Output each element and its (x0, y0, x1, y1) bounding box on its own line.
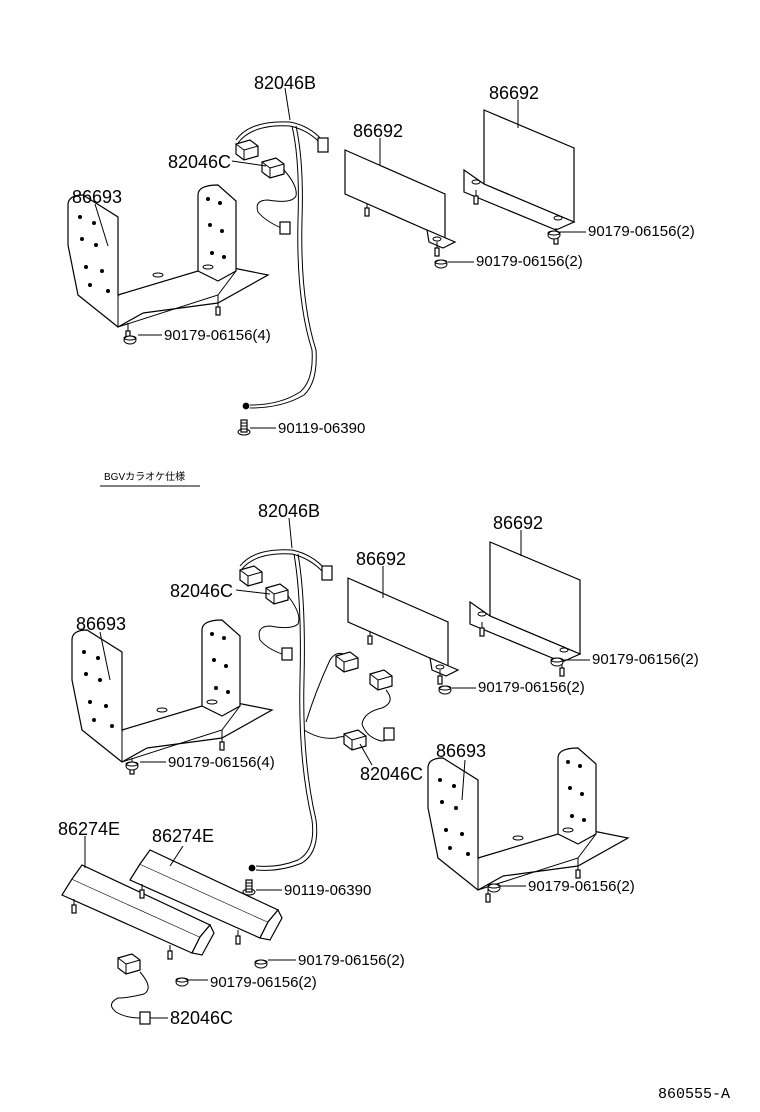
label-bolt-4-bottom: 90179-06156(4) (168, 754, 275, 771)
label-82046b: 82046B (254, 73, 316, 93)
label-bolt-2b-bottom: 90179-06156(2) (592, 651, 699, 668)
label-86274e-right: 86274E (152, 826, 214, 846)
label-screw: 90119-06390 (278, 420, 365, 437)
label-86692-plate: 86692 (353, 121, 403, 141)
label-bolt-2c-bottom: 90179-06156(2) (528, 878, 635, 895)
bottom-assembly: 82046B 82046C 86693 86692 86692 90179-06… (58, 501, 699, 1028)
plate-86692 (344, 149, 456, 257)
top-assembly: 82046B 82046C 86693 86692 86692 90179-06… (67, 73, 695, 437)
label-82046c: 82046C (168, 152, 231, 172)
section-heading: BGVカラオケ仕様 (100, 470, 200, 487)
label-86274e-left: 86274E (58, 819, 120, 839)
label-86692-bracket-bottom: 86692 (493, 513, 543, 533)
label-82046c-bottom: 82046C (170, 581, 233, 601)
section-title: BGVカラオケ仕様 (104, 470, 185, 483)
wire-harness-82046b-bottom (239, 549, 347, 872)
label-screw-bottom: 90119-06390 (284, 882, 371, 899)
label-86693-bottom-right: 86693 (436, 741, 486, 761)
label-bolt-2e-bottom: 90179-06156(2) (210, 974, 317, 991)
label-bolt-4: 90179-06156(4) (164, 327, 271, 344)
label-82046c-middle: 82046C (360, 764, 423, 784)
label-86692-plate-bottom: 86692 (356, 549, 406, 569)
label-82046b-bottom: 82046B (258, 501, 320, 521)
label-86693: 86693 (72, 187, 122, 207)
bracket-86693 (67, 184, 269, 340)
label-bolt-2a-bottom: 90179-06156(2) (478, 679, 585, 696)
label-bolt-2d-bottom: 90179-06156(2) (298, 952, 405, 969)
label-bolt-2b: 90179-06156(2) (588, 223, 695, 240)
wire-harness-82046b (235, 121, 329, 410)
drawing-code: 860555-A (658, 1086, 730, 1103)
l-bracket-86692 (463, 109, 575, 245)
label-82046c-lower: 82046C (170, 1008, 233, 1028)
plate-86692-bottom (347, 577, 459, 685)
label-bolt-2a: 90179-06156(2) (476, 253, 583, 270)
l-bracket-86692-bottom (469, 541, 581, 677)
label-86693-bottom: 86693 (76, 614, 126, 634)
label-86692-bracket: 86692 (489, 83, 539, 103)
